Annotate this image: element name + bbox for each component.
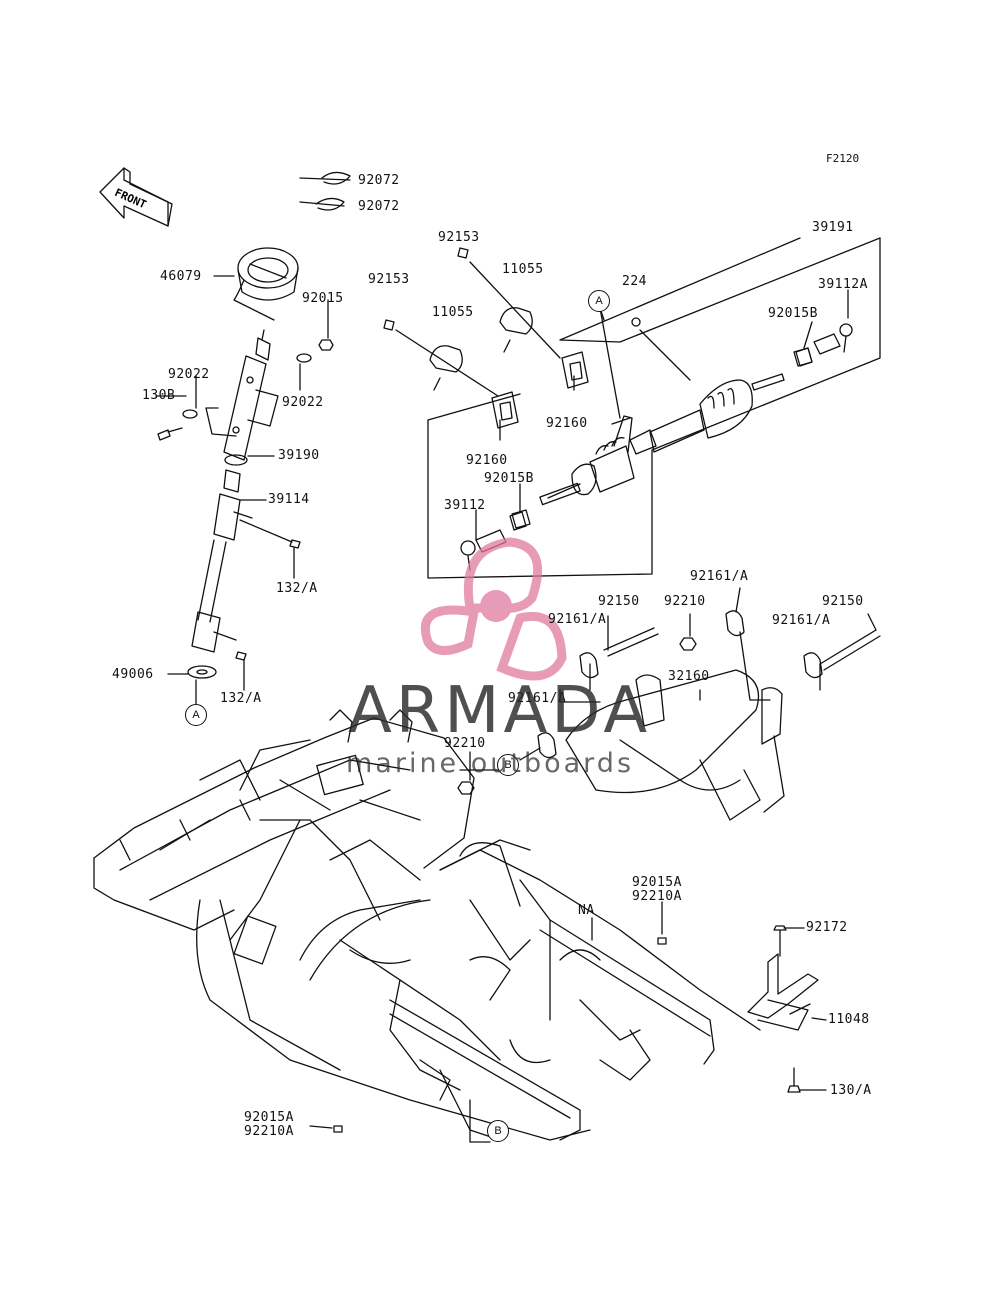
callout-92210a-left[interactable]: 92210A [244, 1124, 294, 1139]
callout-92172[interactable]: 92172 [806, 920, 848, 935]
callout-39112[interactable]: 39112 [444, 498, 486, 513]
callout-92022-left[interactable]: 92022 [168, 367, 210, 382]
callout-92160-right[interactable]: 92160 [546, 416, 588, 431]
callout-39190[interactable]: 39190 [278, 448, 320, 463]
callout-na[interactable]: NA [578, 903, 595, 918]
bushing-92160-lower-icon [492, 392, 518, 428]
vehicle-frame-icon [94, 710, 760, 1140]
bolt-130a-icon [788, 1068, 800, 1092]
nut-92210-icon [458, 638, 696, 794]
callout-92161a-4[interactable]: 92161/A [508, 691, 567, 706]
callout-92150-right[interactable]: 92150 [822, 594, 864, 609]
callout-92161a-1[interactable]: 92161/A [690, 569, 749, 584]
callout-132a-upper[interactable]: 132/A [276, 581, 318, 596]
callout-32160[interactable]: 32160 [668, 669, 710, 684]
callout-92015a-right[interactable]: 92015A [632, 875, 682, 890]
callout-224[interactable]: 224 [622, 274, 647, 289]
callout-92210a-right[interactable]: 92210A [632, 889, 682, 904]
bolt-92172-icon [774, 926, 786, 956]
callout-92015b-left[interactable]: 92015B [484, 471, 534, 486]
callout-11055-upper[interactable]: 11055 [502, 262, 544, 277]
universal-joint-icon [192, 470, 252, 652]
figure-code: F2120 [826, 152, 860, 165]
callout-11048[interactable]: 11048 [828, 1012, 870, 1027]
ref-mark-b-top: B [497, 754, 519, 776]
washer-92022b-icon [183, 410, 197, 418]
callout-92161a-3[interactable]: 92161/A [772, 613, 831, 628]
callout-39112a[interactable]: 39112A [818, 277, 868, 292]
mount-92161a-icon [538, 611, 822, 758]
callout-92153-upper[interactable]: 92153 [438, 230, 480, 245]
callout-92072-b[interactable]: 92072 [358, 199, 400, 214]
steering-rack-icon [540, 374, 784, 505]
clip-92072-icon [316, 172, 350, 210]
clamp-11055-upper-icon [500, 308, 532, 352]
watermark-tagline: marine outboards [346, 748, 635, 779]
nut-224-icon [632, 318, 640, 326]
callout-92161a-2[interactable]: 92161/A [548, 612, 607, 627]
clamp-11055-lower-icon [430, 346, 462, 390]
rear-bracket-32160-icon [566, 670, 784, 820]
bolt-92150-icon [604, 628, 880, 670]
callout-46079[interactable]: 46079 [160, 269, 202, 284]
front-arrow-icon [100, 168, 172, 226]
callout-130a[interactable]: 130/A [830, 1083, 872, 1098]
nut-92015-icon [319, 340, 333, 350]
callout-39114[interactable]: 39114 [268, 492, 310, 507]
watermark-brand: ARMADA [348, 674, 652, 748]
callout-11055-lower[interactable]: 11055 [432, 305, 474, 320]
tie-rod-end-right-icon [796, 324, 852, 366]
callout-92015b-right[interactable]: 92015B [768, 306, 818, 321]
callout-92015a-left[interactable]: 92015A [244, 1110, 294, 1125]
callout-92210-lower[interactable]: 92210 [444, 736, 486, 751]
callout-49006[interactable]: 49006 [112, 667, 154, 682]
bolt-92153-icon [384, 248, 468, 330]
steering-cap-icon [234, 248, 298, 320]
ref-mark-a-bottom: A [185, 704, 207, 726]
callout-39191[interactable]: 39191 [812, 220, 854, 235]
callout-92015[interactable]: 92015 [302, 291, 344, 306]
armada-logo-icon [425, 542, 562, 676]
steering-column-icon [206, 330, 278, 465]
ref-mark-a-top: A [588, 290, 610, 312]
callout-92022-right[interactable]: 92022 [282, 395, 324, 410]
bushing-92015b-icon [512, 348, 812, 528]
boot-49006-icon [188, 666, 216, 678]
callout-92160-left[interactable]: 92160 [466, 453, 508, 468]
callout-92150-left[interactable]: 92150 [598, 594, 640, 609]
callout-92153-lower[interactable]: 92153 [368, 272, 410, 287]
bolt-132a-icon [240, 520, 300, 548]
callout-92210-upper[interactable]: 92210 [664, 594, 706, 609]
ref-mark-b-bottom: B [487, 1120, 509, 1142]
washer-92022-icon [297, 354, 311, 362]
callout-132a-lower[interactable]: 132/A [220, 691, 262, 706]
bushing-92160-upper-icon [562, 352, 588, 388]
bolt-132a-2-icon [236, 652, 246, 660]
callout-92072-a[interactable]: 92072 [358, 173, 400, 188]
callout-130b[interactable]: 130B [142, 388, 176, 403]
bracket-11048-icon [748, 954, 818, 1030]
bolt-92015a-icon [334, 938, 666, 1132]
bolt-130b-icon [158, 428, 182, 440]
